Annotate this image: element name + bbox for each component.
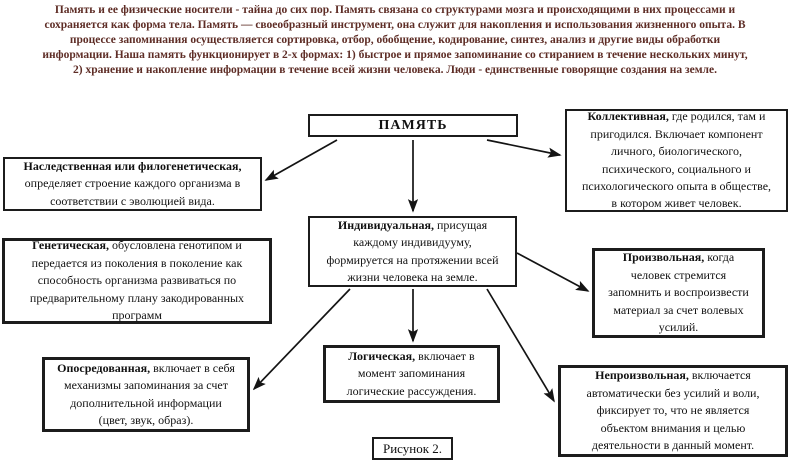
node-logicheskaya-body: включает в момент запоминания логические… — [346, 348, 477, 398]
node-nasledstvennaya-lead: Наследственная или филогенетическая, — [23, 158, 242, 173]
node-neproizvolnaya: Непроизвольная, включается автоматически… — [558, 365, 788, 457]
intro-paragraph: Память и ее физические носители - тайна … — [0, 3, 790, 78]
arrow-pamyat-to-kollektivnaya — [486, 139, 562, 158]
node-proizvolnaya-lead: Произвольная, — [622, 250, 705, 265]
node-logicheskaya: Логическая, включает в момент запоминани… — [323, 345, 500, 403]
node-individualnaya-text: Индивидуальная, присущая каждому индивид… — [326, 217, 498, 287]
node-geneticheskaya: Генетическая, обусловлена генотипом и пе… — [2, 238, 272, 324]
node-individualnaya-body: присущая каждому индивидууму, формируетс… — [326, 217, 499, 284]
node-oposredovannaya-lead: Опосредованная, — [57, 360, 151, 375]
node-geneticheskaya-lead: Генетическая, — [32, 238, 110, 253]
node-proizvolnaya-body: когда человек стремится запомнить и восп… — [608, 250, 749, 335]
arrow-individualnaya-to-proizvolnaya — [516, 252, 590, 292]
node-pamyat: ПАМЯТЬ — [308, 114, 518, 137]
node-kollektivnaya-text: Коллективная, где родился, там и пригоди… — [582, 108, 771, 212]
node-oposredovannaya-text: Опосредованная, включает в себя механизм… — [57, 360, 235, 430]
node-kollektivnaya: Коллективная, где родился, там и пригоди… — [565, 109, 788, 212]
node-pamyat-label: ПАМЯТЬ — [378, 117, 448, 133]
intro-line: 2) хранение и накопление информации в те… — [73, 64, 717, 76]
intro-line: сохраняется как форма тела. Память — сво… — [44, 19, 746, 31]
node-nasledstvennaya-body: определяет строение каждого организма в … — [24, 176, 241, 208]
intro-line: информации. Наша память функционирует в … — [42, 49, 748, 61]
intro-line: процессе запоминания осуществляется сорт… — [69, 34, 721, 46]
node-individualnaya-lead: Индивидуальная, — [337, 217, 434, 232]
node-neproizvolnaya-lead: Непроизвольная, — [595, 368, 689, 383]
node-neproizvolnaya-body: включается автоматически без усилий и во… — [586, 368, 760, 453]
intro-line: Память и ее физические носители - тайна … — [54, 4, 736, 16]
node-nasledstvennaya-text: Наследственная или филогенетическая, опр… — [24, 158, 242, 210]
figure-caption-text: Рисунок 2. — [382, 440, 443, 456]
node-kollektivnaya-body: где родился, там и пригодился. Включает … — [581, 109, 772, 211]
node-oposredovannaya: Опосредованная, включает в себя механизм… — [42, 357, 250, 432]
figure-caption: Рисунок 2. — [372, 437, 453, 460]
node-individualnaya: Индивидуальная, присущая каждому индивид… — [308, 216, 517, 287]
arrow-pamyat-to-nasledstvennaya — [264, 139, 338, 181]
node-proizvolnaya: Произвольная, когда человек стремится за… — [592, 248, 765, 338]
node-oposredovannaya-body: включает в себя механизмы запоминания за… — [64, 360, 235, 427]
node-geneticheskaya-body: обусловлена генотипом и передается из по… — [29, 238, 245, 323]
node-kollektivnaya-lead: Коллективная, — [587, 109, 669, 124]
node-logicheskaya-lead: Логическая, — [348, 348, 416, 363]
node-geneticheskaya-text: Генетическая, обусловлена генотипом и пе… — [30, 237, 244, 324]
node-nasledstvennaya: Наследственная или филогенетическая, опр… — [3, 157, 262, 211]
node-neproizvolnaya-text: Непроизвольная, включается автоматически… — [587, 367, 760, 454]
node-proizvolnaya-text: Произвольная, когда человек стремится за… — [608, 249, 749, 336]
node-logicheskaya-text: Логическая, включает в момент запоминани… — [347, 348, 477, 400]
